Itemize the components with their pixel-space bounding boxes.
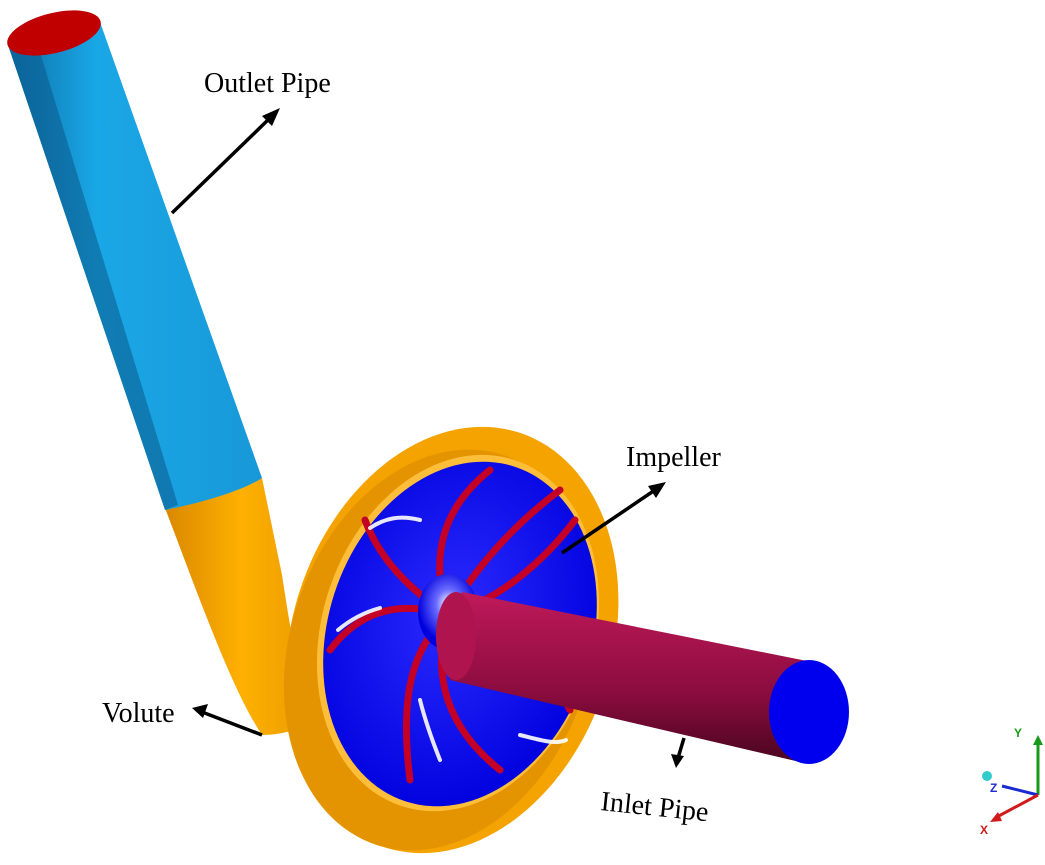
outlet-pipe bbox=[7, 10, 262, 510]
axis-z-marker bbox=[982, 771, 992, 781]
axis-y-arrowhead bbox=[1033, 735, 1043, 745]
inlet-pipe-arrowhead bbox=[671, 754, 684, 768]
blade-highlights bbox=[336, 515, 568, 762]
inlet-pipe bbox=[436, 592, 849, 764]
axis-z-line bbox=[1001, 784, 1039, 797]
outlet-pipe-arrowhead bbox=[262, 108, 280, 126]
blade-highlight bbox=[368, 515, 422, 530]
impeller-arrowhead bbox=[648, 482, 666, 498]
inlet-pipe-arrow bbox=[676, 737, 686, 759]
impeller-arrow bbox=[561, 488, 656, 555]
volute-neck bbox=[165, 478, 318, 735]
blade-highlight bbox=[336, 606, 382, 632]
blade-highlight bbox=[418, 698, 442, 762]
label-outlet-pipe: Outlet Pipe bbox=[204, 68, 331, 99]
annotations bbox=[170, 108, 686, 768]
label-impeller: Impeller bbox=[626, 442, 722, 473]
volute-arrow bbox=[201, 710, 263, 737]
axis-z-label: Z bbox=[990, 781, 997, 795]
outlet-pipe-end bbox=[7, 10, 101, 56]
inlet-pipe-back bbox=[436, 592, 476, 680]
blade-highlight bbox=[518, 733, 568, 745]
volute-arrowhead bbox=[192, 704, 208, 718]
axis-x-line bbox=[994, 793, 1039, 820]
outlet-pipe-shadow bbox=[8, 45, 178, 510]
outlet-pipe-arrow bbox=[170, 116, 272, 215]
axis-y-label: Y bbox=[1014, 726, 1022, 740]
inlet-pipe-body bbox=[450, 592, 812, 762]
axis-triad: Y Z X bbox=[980, 726, 1043, 837]
label-inlet-pipe: Inlet Pipe bbox=[599, 786, 710, 828]
inlet-pipe-end bbox=[769, 660, 849, 764]
label-volute: Volute bbox=[102, 698, 175, 729]
outlet-pipe-body bbox=[8, 22, 262, 510]
axis-x-label: X bbox=[980, 823, 988, 837]
axis-x-arrowhead bbox=[990, 812, 1002, 822]
